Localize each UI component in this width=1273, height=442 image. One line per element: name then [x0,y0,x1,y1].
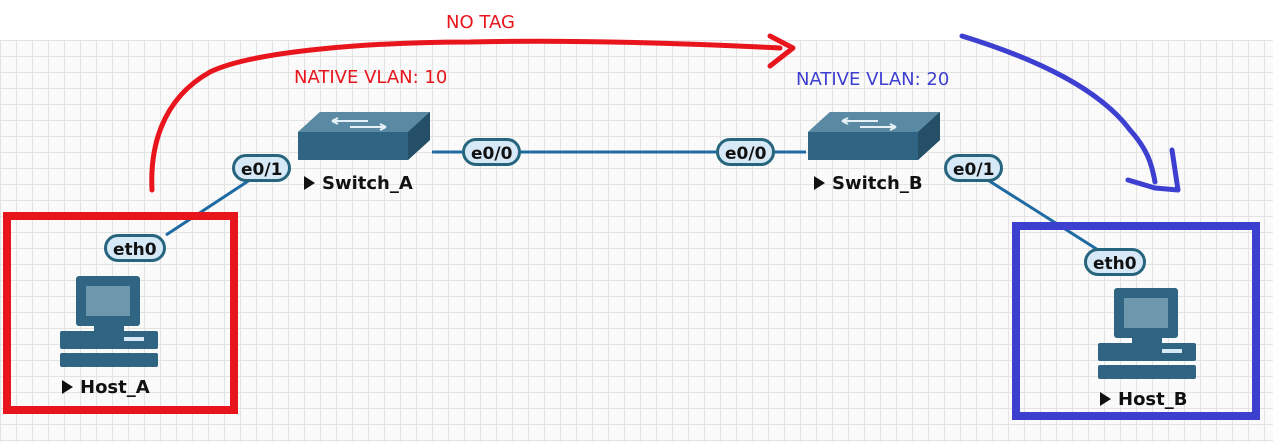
host-b-icon[interactable] [1098,288,1196,379]
forward-arrow-blue [959,33,1158,185]
port-label-host-b-eth0[interactable]: eth0 [1084,248,1146,276]
host-a-name: Host_A [80,377,150,398]
no-tag-arrow-red [149,38,783,193]
port-label-switch-a-e0-0[interactable]: e0/0 [462,138,522,166]
play-icon [62,380,73,394]
no-tag-arrowhead-red [767,33,796,69]
host-b-highlight-box [1012,222,1260,420]
native-vlan-a-annotation: NATIVE VLAN: 10 [294,67,448,88]
switch-b-icon[interactable] [808,112,940,160]
node-label-host-b[interactable]: Host_B [1100,389,1187,410]
node-label-switch-b[interactable]: Switch_B [814,173,923,194]
link-switchb-hostb[interactable] [971,168,1107,257]
node-label-switch-a[interactable]: Switch_A [304,173,413,194]
play-icon [814,176,825,190]
port-label-switch-b-e0-1[interactable]: e0/1 [944,154,1004,182]
switch-a-name: Switch_A [322,173,413,194]
forward-arrowhead-blue [1125,147,1181,193]
switch-b-name: Switch_B [832,173,923,194]
native-vlan-b-annotation: NATIVE VLAN: 20 [796,69,950,90]
host-a-icon[interactable] [60,276,158,367]
host-b-name: Host_B [1118,389,1188,410]
node-label-host-a[interactable]: Host_A [62,377,150,398]
switch-a-icon[interactable] [298,112,430,160]
link-hosta-switcha[interactable] [165,170,263,237]
play-icon [304,176,315,190]
no-tag-annotation: NO TAG [446,12,515,33]
port-label-switch-b-e0-0[interactable]: e0/0 [716,138,776,166]
port-label-host-a-eth0[interactable]: eth0 [104,234,166,262]
host-a-highlight-box [3,212,238,414]
port-label-switch-a-e0-1[interactable]: e0/1 [232,154,292,182]
play-icon [1100,392,1111,406]
topology-canvas[interactable] [0,40,1273,442]
